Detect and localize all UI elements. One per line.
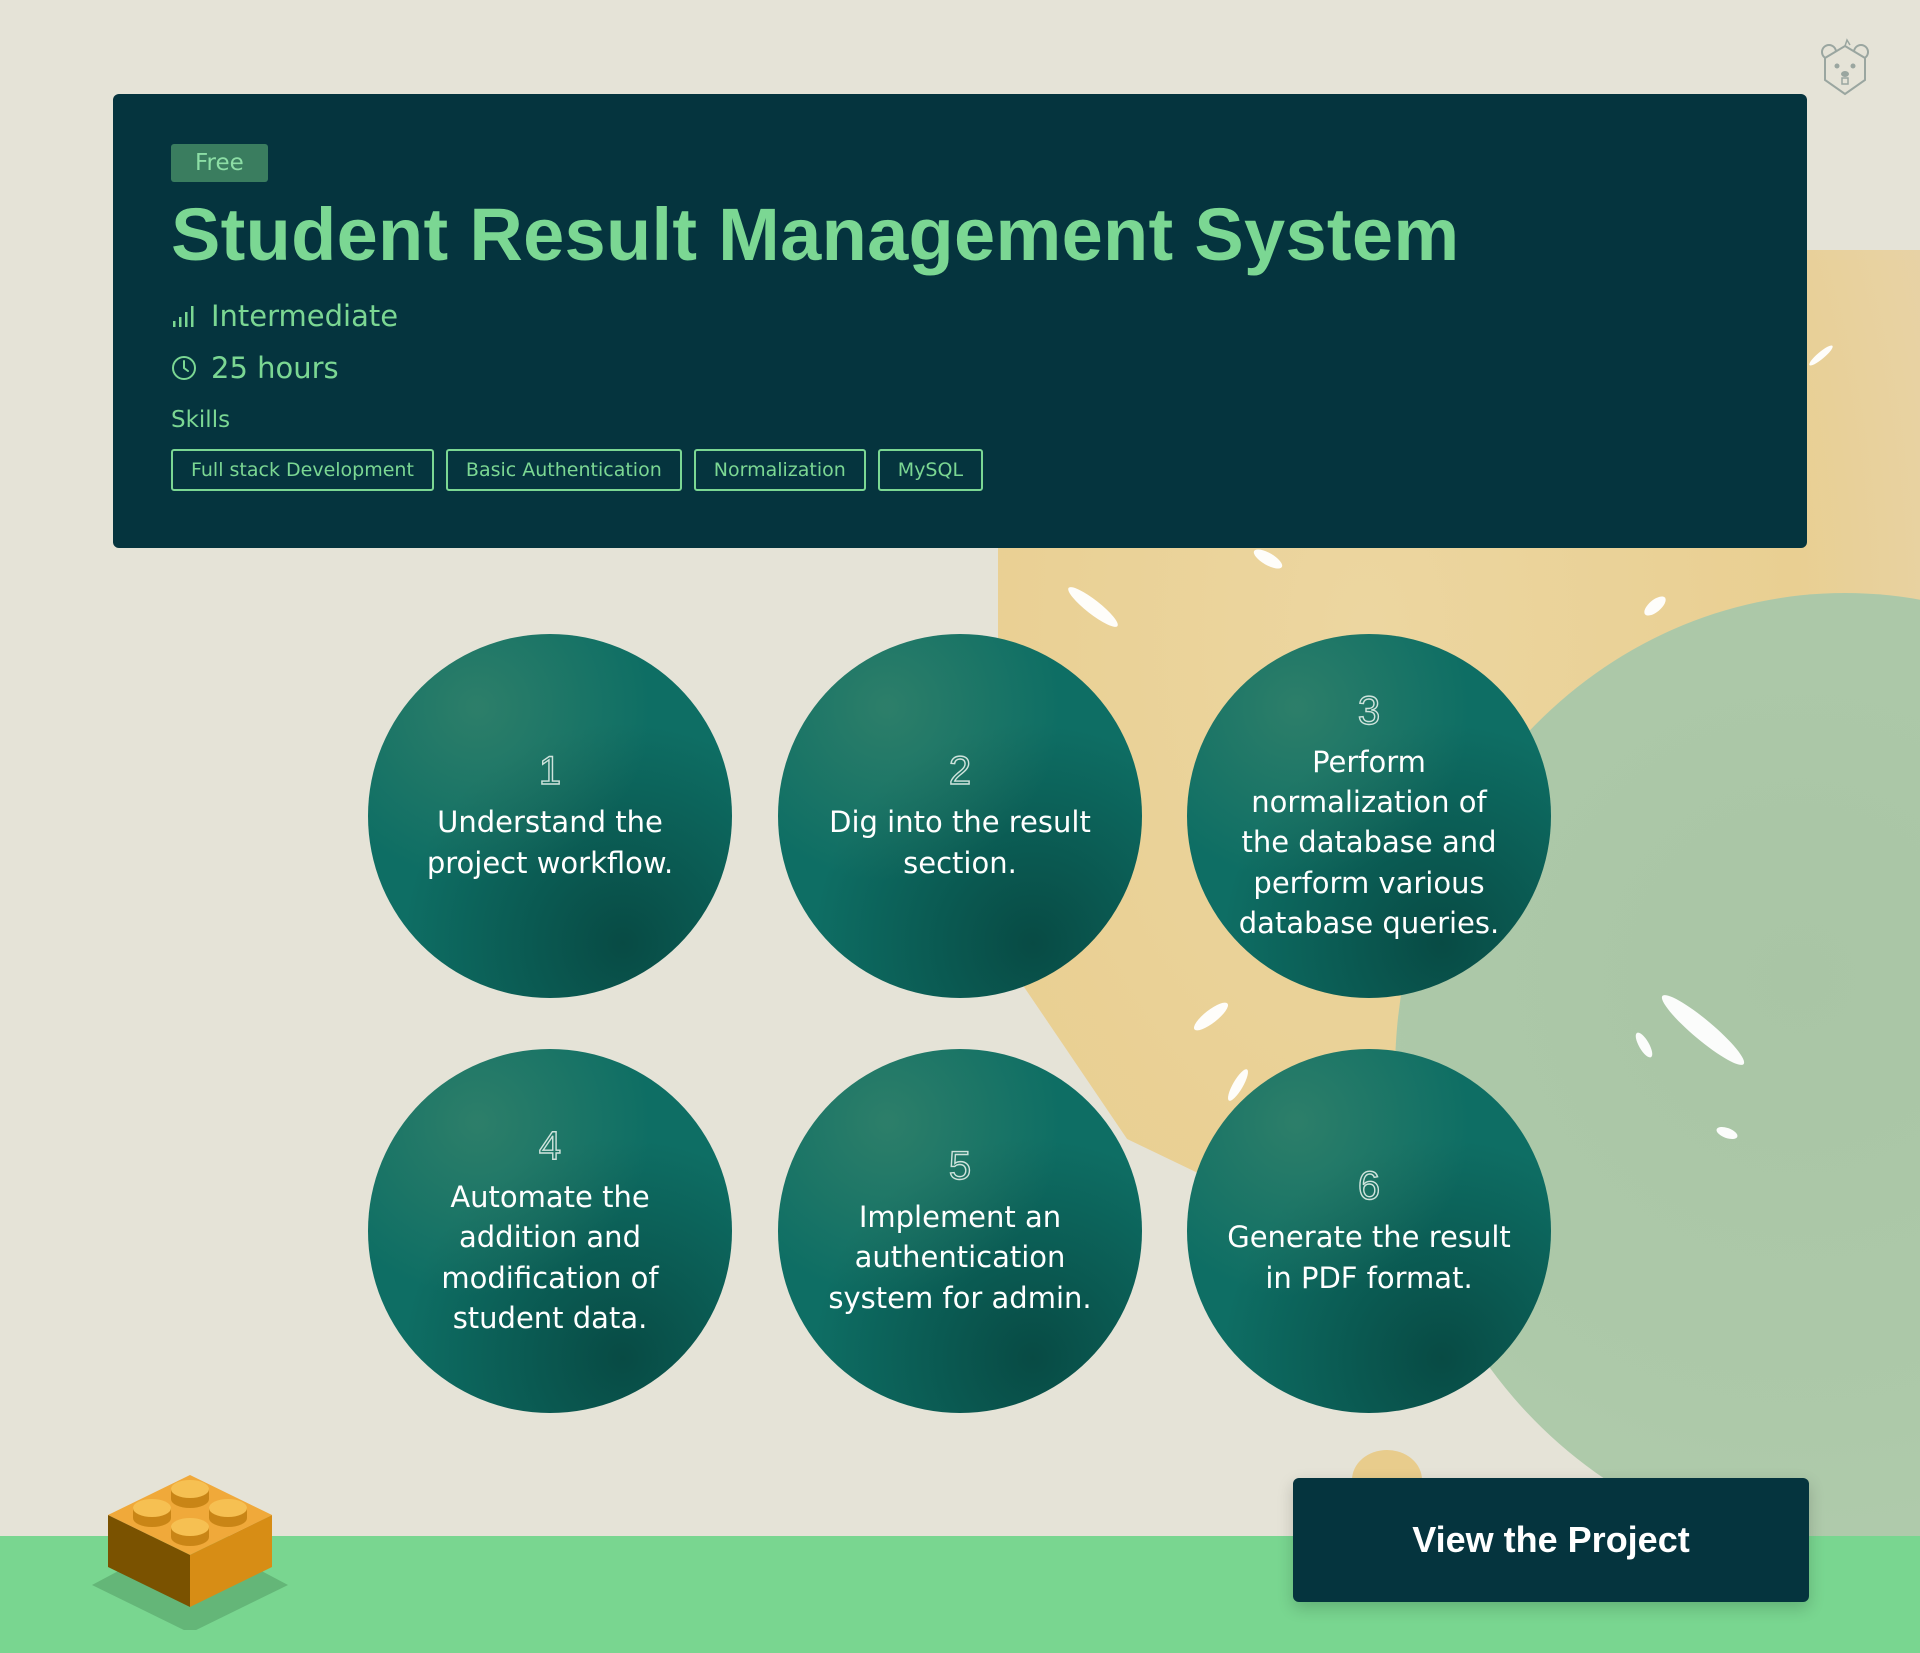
project-header: Free Student Result Management System In… bbox=[113, 94, 1807, 548]
step-number: 6 bbox=[1357, 1164, 1381, 1209]
step-text: Understand the project workflow. bbox=[426, 805, 674, 880]
skill-chip: Basic Authentication bbox=[445, 449, 682, 491]
step-circle-2: 2 Dig into the result section. bbox=[778, 634, 1142, 998]
skill-chip: Normalization bbox=[693, 449, 866, 491]
step-circle-4: 4 Automate the addition and modification… bbox=[368, 1049, 732, 1413]
page-title: Student Result Management System bbox=[171, 193, 1460, 276]
clock-icon bbox=[172, 356, 196, 380]
step-text: Perform normalization of the database an… bbox=[1238, 745, 1500, 940]
price-badge: Free bbox=[171, 144, 268, 182]
step-circle-5: 5 Implement an authentication system for… bbox=[778, 1049, 1142, 1413]
beaver-logo-icon bbox=[1821, 38, 1869, 96]
view-project-button[interactable]: View the Project bbox=[1293, 1478, 1809, 1602]
step-text: Automate the addition and modification o… bbox=[441, 1180, 659, 1335]
step-number: 2 bbox=[948, 749, 972, 794]
step-circle-6: 6 Generate the result in PDF format. bbox=[1187, 1049, 1551, 1413]
step-circle-1: 1 Understand the project workflow. bbox=[368, 634, 732, 998]
step-number: 1 bbox=[538, 749, 562, 794]
step-number: 3 bbox=[1357, 689, 1381, 734]
step-circle-3: 3 Perform normalization of the database … bbox=[1187, 634, 1551, 998]
difficulty-level: Intermediate bbox=[171, 299, 1749, 333]
duration: 25 hours bbox=[171, 351, 1749, 385]
step-number: 4 bbox=[538, 1124, 562, 1169]
duration-label: 25 hours bbox=[211, 351, 339, 385]
skill-chip: MySQL bbox=[877, 449, 984, 491]
step-text: Generate the result in PDF format. bbox=[1227, 1220, 1511, 1295]
difficulty-label: Intermediate bbox=[211, 299, 399, 333]
step-text: Dig into the result section. bbox=[829, 805, 1091, 880]
lego-brick-icon bbox=[92, 1475, 288, 1630]
step-text: Implement an authentication system for a… bbox=[828, 1200, 1092, 1315]
skill-chip: Full stack Development bbox=[171, 449, 434, 491]
skills-label: Skills bbox=[171, 407, 231, 433]
signal-bars-icon bbox=[173, 306, 194, 327]
skills-list: Full stack Development Basic Authenticat… bbox=[171, 449, 1749, 491]
step-number: 5 bbox=[948, 1144, 972, 1189]
